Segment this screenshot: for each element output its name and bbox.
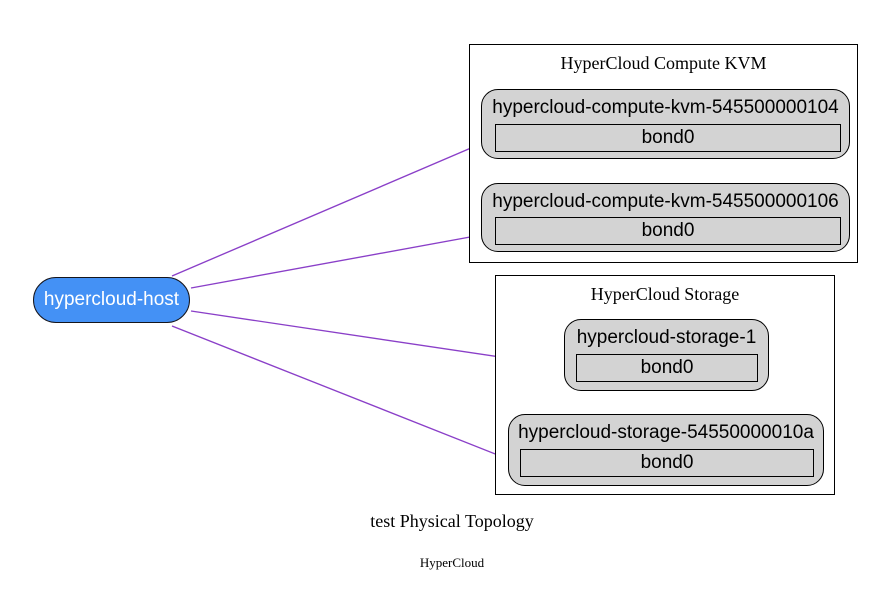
edge-host-to-storage-54a-bond0 [171,325,519,464]
node-compute-kvm-106: hypercloud-compute-kvm-545500000106 bond… [481,183,850,252]
port-compute-kvm-106-bond0: bond0 [495,217,841,245]
port-compute-kvm-104-bond0: bond0 [495,124,841,152]
cluster-storage-title: HyperCloud Storage [590,284,740,304]
node-compute-kvm-104: hypercloud-compute-kvm-545500000104 bond… [481,89,850,159]
node-storage-54a: hypercloud-storage-54550000010a bond0 [508,414,824,486]
node-hypercloud-host-label: hypercloud-host [43,289,180,310]
port-storage-54a-bond0: bond0 [520,449,814,477]
node-storage-1: hypercloud-storage-1 bond0 [564,319,769,391]
node-compute-kvm-106-label: hypercloud-compute-kvm-545500000106 [492,191,839,212]
diagram-caption: test Physical Topology [370,511,534,531]
diagram-watermark: HyperCloud [419,555,485,570]
edge-host-to-compute-kvm-104-bond0 [171,138,493,277]
node-storage-1-label: hypercloud-storage-1 [576,327,757,348]
node-hypercloud-host: hypercloud-host [33,277,190,323]
port-storage-1-bond0: bond0 [576,354,758,382]
cluster-compute-title: HyperCloud Compute KVM [560,53,767,73]
node-compute-kvm-104-label: hypercloud-compute-kvm-545500000104 [492,97,839,118]
node-storage-54a-label: hypercloud-storage-54550000010a [518,422,814,443]
cluster-hypercloud-storage: HyperCloud Storage hypercloud-storage-1 … [495,275,835,495]
edge-host-to-compute-kvm-106-bond0 [190,232,493,289]
cluster-hypercloud-compute-kvm: HyperCloud Compute KVM hypercloud-comput… [469,44,858,263]
